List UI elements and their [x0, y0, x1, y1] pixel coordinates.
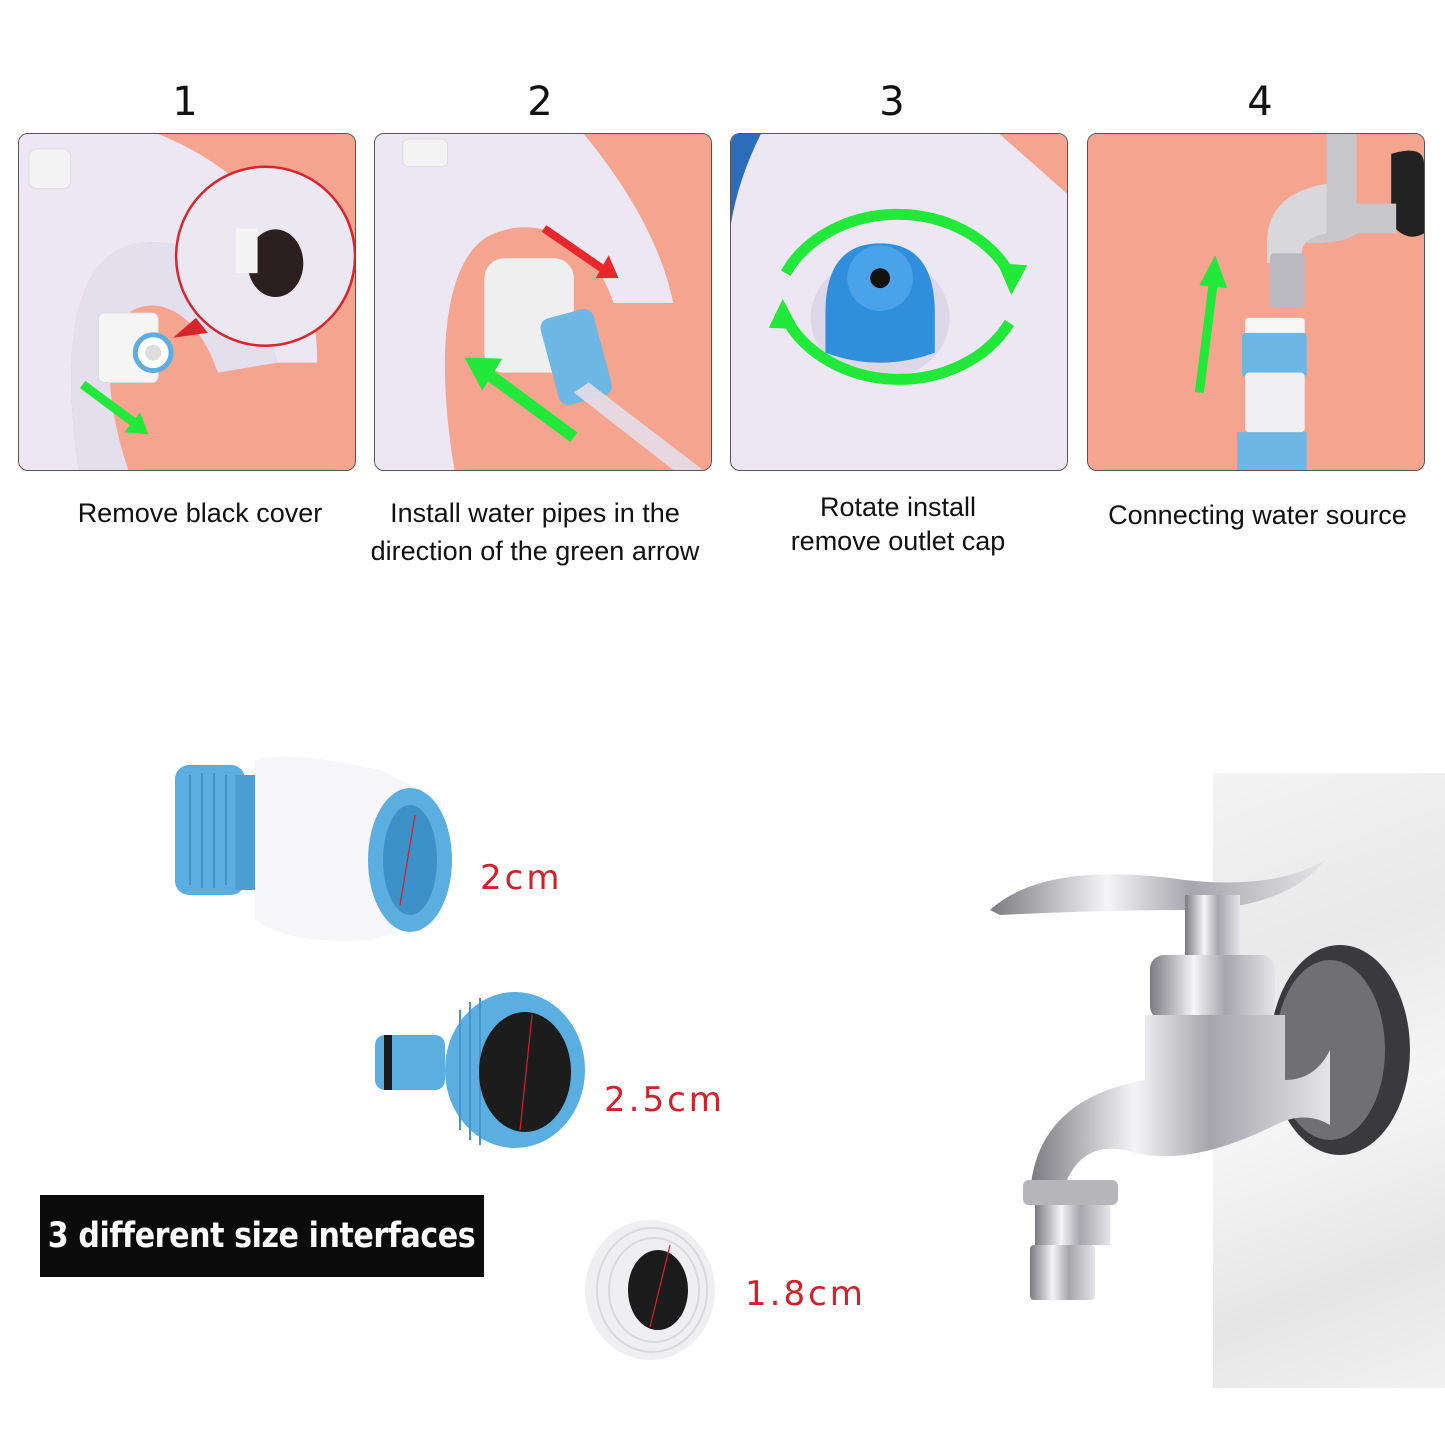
step-2-caption-line-1: Install water pipes in the [390, 498, 680, 528]
step-2-image [374, 133, 712, 471]
step-3-caption: Rotate install remove outlet cap [748, 490, 1048, 558]
size-label-1-8cm: 1.8cm [745, 1274, 866, 1314]
size-label-2-5cm: 2.5cm [604, 1080, 725, 1120]
step-1-caption: Remove black cover [77, 498, 323, 528]
interfaces-title: 3 different size interfaces [48, 1216, 476, 1256]
step-3-image [730, 133, 1068, 471]
step-4-illustration [1088, 134, 1424, 470]
step-2-number: 2 [527, 79, 553, 125]
step-2-caption: Install water pipes in the direction of … [340, 494, 730, 570]
step-1-number: 1 [172, 79, 198, 125]
step-4-number: 4 [1247, 79, 1273, 125]
step-3-caption-line-1: Rotate install [819, 492, 977, 522]
interfaces-title-badge: 3 different size interfaces [40, 1195, 484, 1277]
quick-connector-2cm-image [175, 756, 452, 941]
step-3-caption-line-2: remove outlet cap [790, 526, 1006, 556]
step-3-illustration [731, 134, 1067, 470]
step-1-image [18, 133, 356, 471]
step-1-illustration [19, 134, 355, 470]
tap-adapter-2-5cm-image [375, 992, 585, 1148]
chrome-faucet-image [990, 860, 1410, 1300]
step-2-caption-line-2: direction of the green arrow [370, 536, 700, 566]
reducer-1-8cm-image [585, 1220, 715, 1360]
step-2-illustration [375, 134, 711, 470]
step-4-caption: Connecting water source [1108, 500, 1407, 530]
step-4-image [1087, 133, 1425, 471]
size-label-2cm: 2cm [480, 858, 563, 898]
step-3-number: 3 [879, 79, 905, 125]
